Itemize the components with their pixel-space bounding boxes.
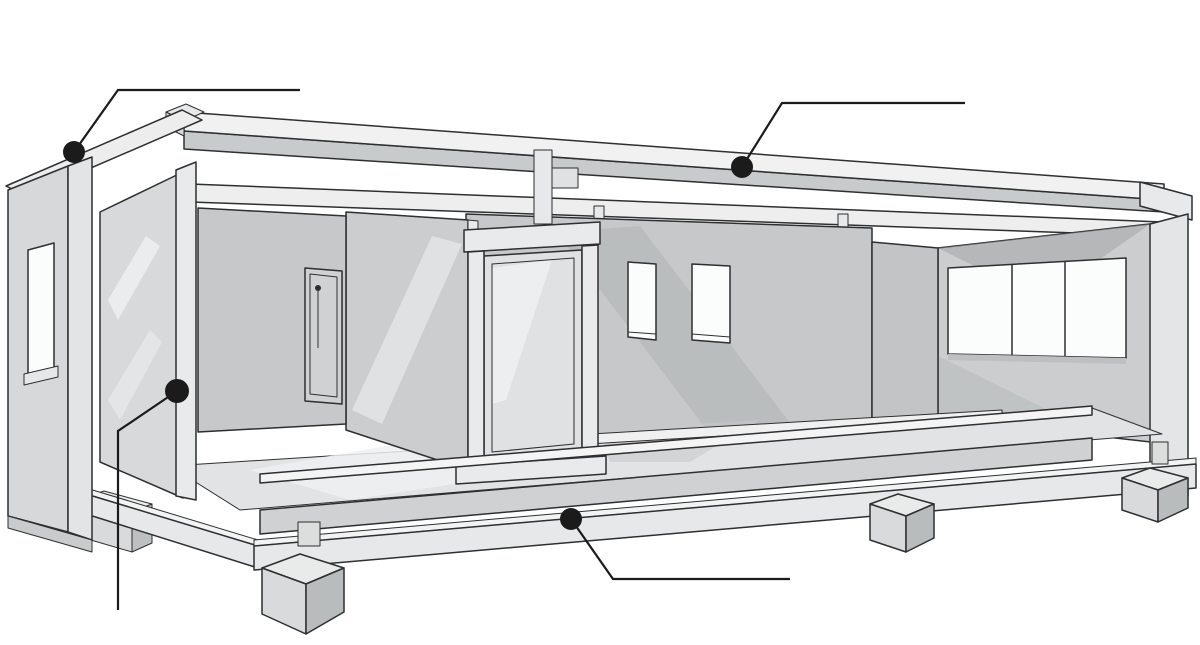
- callout-dot: [165, 379, 189, 403]
- glazed-corner-wall: [99, 161, 197, 501]
- callout-leaders: [63, 88, 965, 610]
- window-sill: [23, 365, 59, 386]
- door-unit-inner-frame: [491, 257, 575, 453]
- foundation: [83, 441, 1197, 635]
- leader-line: [570, 518, 790, 581]
- door-unit-hanger: [533, 149, 553, 225]
- leader-line: [116, 390, 178, 610]
- callout-dot: [560, 508, 582, 530]
- floor-joist-band: [259, 405, 1093, 535]
- corner-post: [175, 161, 197, 501]
- door-unit-header: [463, 221, 601, 253]
- pier-block: [1151, 441, 1169, 465]
- foundation-beam-front: [253, 463, 1197, 571]
- corner-trim: [67, 156, 93, 541]
- door-unit: [455, 149, 607, 485]
- door-handle: [315, 285, 321, 291]
- door-unit-bracket: [551, 167, 579, 189]
- window-sill: [691, 333, 731, 338]
- glass-highlight: [108, 236, 160, 320]
- glass-highlight: [108, 330, 162, 420]
- footing-block-side: [305, 567, 345, 635]
- floor-rim-beam: [259, 437, 1093, 535]
- window-sill: [627, 331, 657, 335]
- window-sill: [948, 354, 1126, 364]
- interior: [169, 149, 1189, 511]
- footing-block-side: [905, 503, 935, 553]
- callout-dot: [731, 156, 753, 178]
- door-panel-line: [309, 273, 338, 398]
- interior-door: [304, 267, 343, 405]
- floor-deck-edge: [259, 405, 1093, 484]
- small-window: [691, 263, 731, 344]
- small-window: [627, 261, 657, 341]
- wall-light-band: [352, 236, 462, 424]
- end-wall-window: [27, 242, 55, 381]
- glass-highlight: [492, 260, 552, 404]
- wall-shadow: [938, 356, 1060, 416]
- wall-shadow: [556, 226, 800, 442]
- door-unit-jamb: [467, 250, 485, 473]
- footing-block-side: [1157, 477, 1189, 523]
- leader-line: [73, 88, 300, 153]
- callout-dot: [63, 141, 85, 163]
- curtain-wall: [99, 171, 184, 499]
- door-unit-jamb: [581, 244, 599, 465]
- wall-base-band: [7, 515, 93, 553]
- leader-line: [741, 101, 965, 168]
- large-window: [947, 257, 1127, 359]
- roof-right-end: [1139, 181, 1193, 221]
- pier-block: [297, 521, 321, 547]
- left-end-wall: [5, 109, 203, 553]
